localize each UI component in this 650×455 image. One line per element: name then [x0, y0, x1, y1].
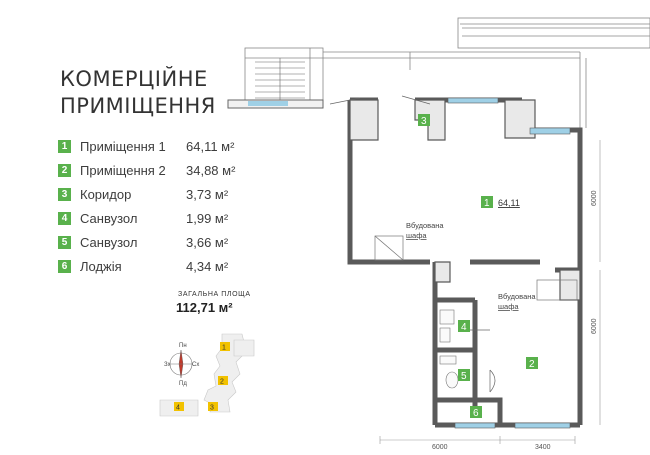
compass-icon — [169, 349, 193, 379]
legend-row: 1 Приміщення 1 64,11 м² — [58, 134, 248, 158]
room-marker-3: 3 — [421, 116, 427, 127]
room-name: Санвузол — [80, 234, 138, 250]
wardrobe-label-line1: Вбудована — [498, 292, 536, 301]
room-marker-4: 4 — [461, 322, 467, 333]
legend-row: 2 Приміщення 2 34,88 м² — [58, 158, 248, 182]
compass-west: Зх — [164, 362, 171, 368]
wardrobe-label-line2: шафа — [406, 231, 427, 240]
room-area: 34,88 м² — [186, 162, 236, 178]
room-marker-6: 6 — [473, 408, 479, 419]
room-number-badge: 3 — [58, 187, 71, 201]
wardrobe-label-line2: шафа — [498, 302, 519, 311]
room-1-area-label: 64,11 — [498, 198, 520, 208]
room-area: 1,99 м² — [186, 210, 229, 226]
key-marker-2: 2 — [220, 379, 224, 386]
compass-north: Пн — [179, 343, 187, 349]
room-number-badge: 2 — [58, 163, 71, 177]
room-number-badge: 1 — [58, 139, 71, 153]
room-area: 64,11 м² — [186, 138, 235, 154]
room-number-badge: 6 — [58, 259, 71, 273]
room-number-badge: 4 — [58, 211, 71, 225]
compass-east: Сх — [192, 362, 199, 368]
dimension-label: 6000 — [591, 190, 598, 206]
page-title: КОМЕРЦІЙНЕ ПРИМІЩЕННЯ — [60, 66, 216, 120]
wardrobe-label-line1: Вбудована — [406, 221, 444, 230]
legend-row: 4 Санвузол 1,99 м² — [58, 206, 248, 230]
room-area: 4,34 м² — [186, 258, 229, 274]
building-footprint — [159, 333, 255, 417]
room-name: Лоджія — [80, 258, 122, 274]
room-marker-1: 1 — [484, 198, 490, 209]
room-name: Приміщення 2 — [80, 162, 166, 178]
total-area-label: ЗАГАЛЬНА ПЛОЩА — [178, 291, 251, 298]
room-marker-2: 2 — [529, 359, 535, 370]
room-area: 3,66 м² — [186, 234, 229, 250]
key-marker-4: 4 — [176, 405, 180, 412]
total-area-value: 112,71 м² — [176, 300, 233, 315]
legend-row: 6 Лоджія 4,34 м² — [58, 254, 248, 278]
key-plan: Пн Пд Зх Сх 1 2 3 4 — [159, 333, 255, 417]
room-marker-5: 5 — [461, 371, 467, 382]
compass-south: Пд — [179, 381, 187, 387]
room-name: Коридор — [80, 186, 132, 202]
room-name: Санвузол — [80, 210, 138, 226]
legend-row: 5 Санвузол 3,66 м² — [58, 230, 248, 254]
dimension-label: 3400 — [535, 444, 551, 451]
title-line-2: ПРИМІЩЕННЯ — [60, 94, 216, 118]
room-number-badge: 5 — [58, 235, 71, 249]
dimension-label: 6000 — [591, 318, 598, 334]
room-legend: 1 Приміщення 1 64,11 м² 2 Приміщення 2 3… — [58, 134, 248, 278]
key-marker-1: 1 — [222, 345, 226, 352]
key-marker-3: 3 — [210, 405, 214, 412]
room-area: 3,73 м² — [186, 186, 229, 202]
dimension-label: 6000 — [432, 444, 448, 451]
title-line-1: КОМЕРЦІЙНЕ — [60, 67, 208, 91]
room-name: Приміщення 1 — [80, 138, 166, 154]
legend-row: 3 Коридор 3,73 м² — [58, 182, 248, 206]
